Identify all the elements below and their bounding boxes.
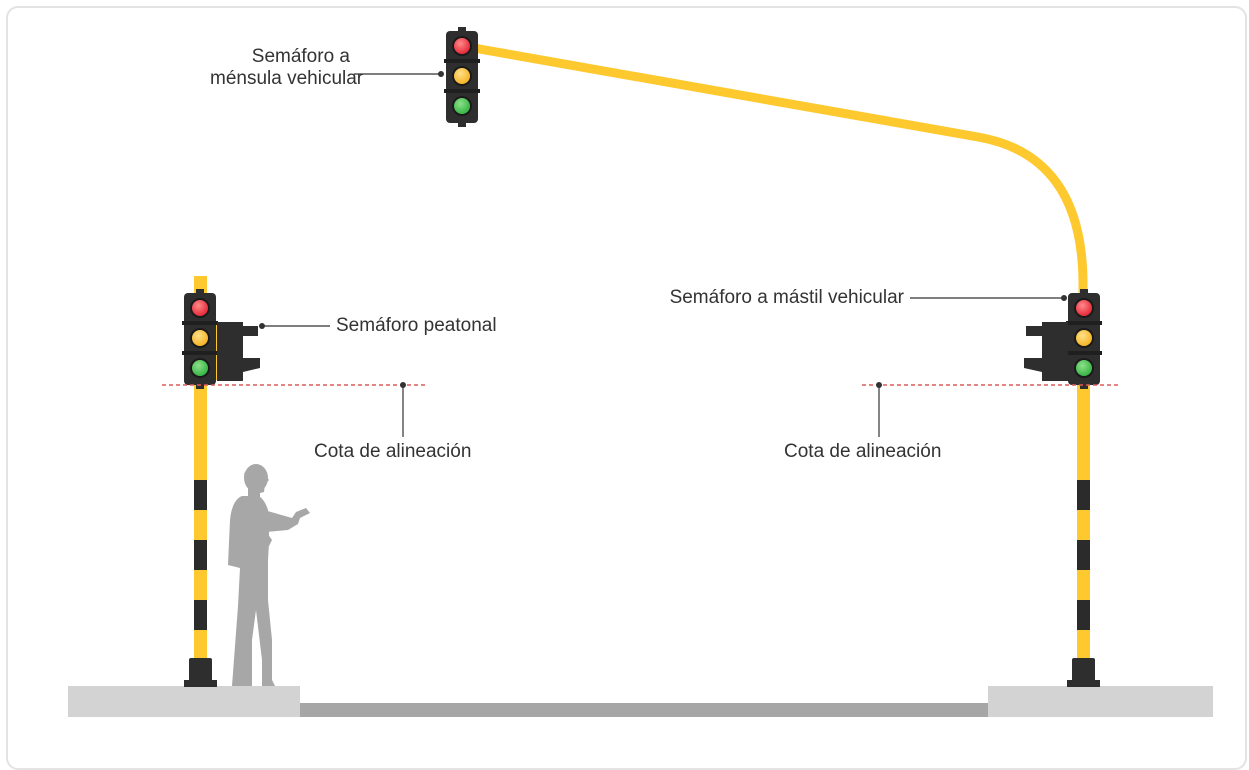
mast-vehicle-label: Semáforo a mástil vehicular [669,287,904,308]
pedestrian-signal-icon [217,322,260,381]
right-sidewalk [988,686,1213,717]
bracket-traffic-light-icon [444,27,480,127]
left-sidewalk [68,686,300,717]
bracket-vehicle-label: Semáforo a ménsula vehicular [210,46,364,90]
alignment-label-left: Cota de alineación [314,441,472,462]
leader-lines [259,71,1067,437]
alignment-label-right: Cota de alineación [784,441,942,462]
road [298,703,990,717]
right-pole [1067,300,1100,687]
diagram-frame [6,6,1247,770]
bracket-vehicle-label-line2: ménsula vehicular [210,68,364,89]
right-pedestrian-signal-icon [1024,322,1068,381]
person-silhouette-icon [228,464,310,686]
traffic-light-diagram [68,27,1213,717]
pedestrian-label: Semáforo peatonal [336,315,497,336]
bracket-arm [467,42,1088,300]
bracket-vehicle-label-line1: Semáforo a [251,46,350,67]
